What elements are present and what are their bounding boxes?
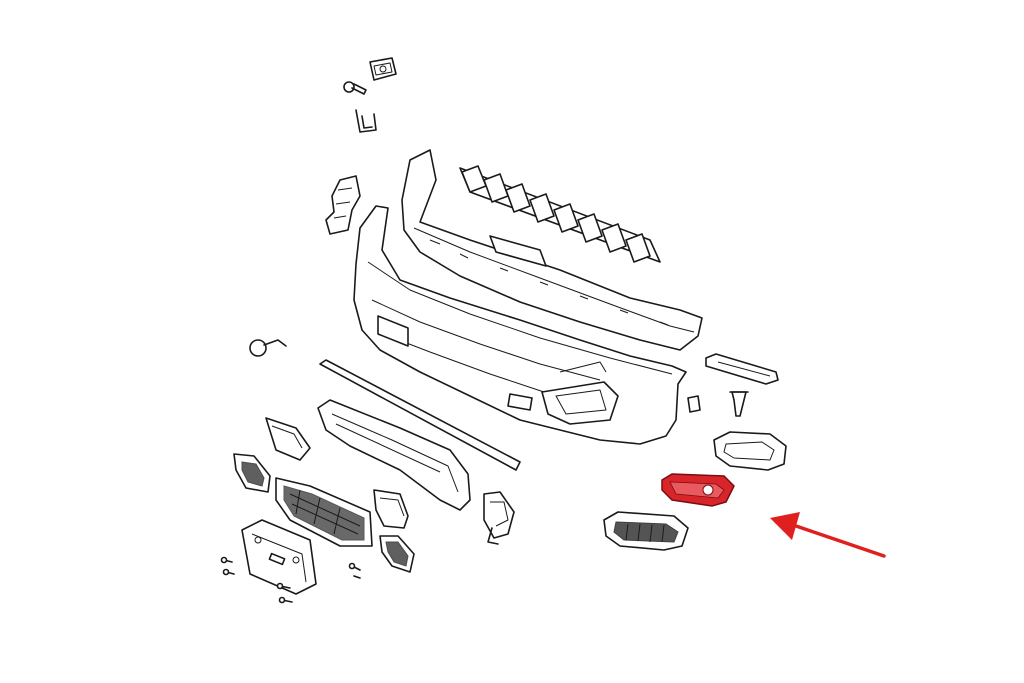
lower-center-grille xyxy=(275,477,373,547)
left-mounting-bracket xyxy=(325,175,361,235)
screw-icon xyxy=(220,556,361,604)
left-fog-lamp-bezel xyxy=(265,417,311,461)
indicator-arrow xyxy=(770,512,886,558)
upper-left-grille xyxy=(233,453,271,493)
right-fog-lamp-bezel-outer xyxy=(713,431,787,471)
right-side-bracket xyxy=(705,353,779,385)
bumper-reinforcement xyxy=(401,149,703,351)
tow-hook-cover xyxy=(249,339,287,357)
bolt-icon xyxy=(343,81,367,95)
small-clip xyxy=(687,395,701,413)
retainer-clip xyxy=(369,57,397,81)
tow-eye-bracket xyxy=(483,491,515,545)
bumper-absorber-beam xyxy=(459,165,661,263)
fascia-molding-strip xyxy=(319,359,521,471)
right-fog-lamp-bezel-highlighted xyxy=(661,473,735,507)
center-grille-bezel xyxy=(317,399,471,511)
push-pin-clip xyxy=(729,391,749,417)
bracket-clip xyxy=(355,109,377,133)
lower-small-grille xyxy=(379,535,415,573)
center-cover-insert xyxy=(373,489,409,529)
license-plate-bracket xyxy=(241,519,317,595)
front-bumper-fascia xyxy=(353,205,687,445)
right-lower-grille xyxy=(603,511,689,551)
